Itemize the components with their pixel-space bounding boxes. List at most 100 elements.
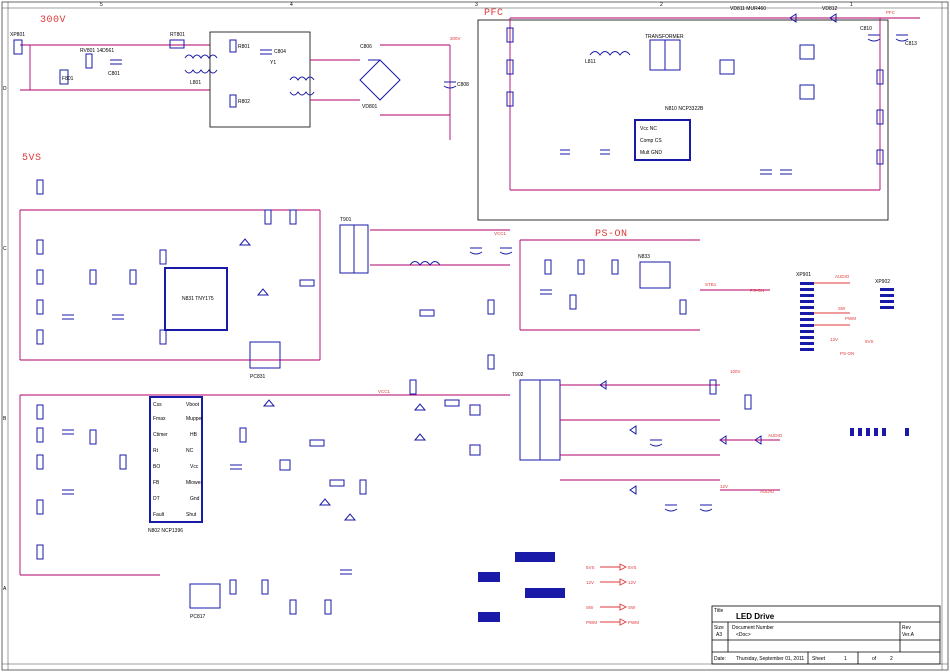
label-c804: C804 bbox=[274, 49, 286, 55]
label-c810: C810 bbox=[860, 26, 872, 32]
net-12v: 12V bbox=[830, 337, 838, 342]
emi-box bbox=[209, 31, 311, 128]
resistor-r802 bbox=[229, 94, 237, 108]
label-xp801: XP801 bbox=[10, 32, 25, 38]
grid-col-5: 5 bbox=[100, 2, 103, 8]
label-r801: R801 bbox=[238, 44, 250, 50]
fuse-f801 bbox=[59, 69, 69, 85]
section-pson-title: PS-ON bbox=[595, 229, 628, 240]
label-n831: N831 TNY175 bbox=[182, 296, 214, 302]
svg-text:DT: DT bbox=[153, 496, 160, 502]
input-filter-section: XP801 F801 RV801 14D561 C801 RT801 L801 … bbox=[10, 31, 469, 140]
net-stb1: STB1 bbox=[705, 282, 717, 287]
thermistor-rt801 bbox=[169, 39, 185, 49]
net-12v-b: 12V bbox=[720, 484, 728, 489]
label-c801: C801 bbox=[108, 71, 120, 77]
label-rv801: RV801 14D561 bbox=[80, 48, 114, 54]
ic-n810 bbox=[634, 119, 691, 161]
choke-l801 bbox=[184, 54, 218, 59]
svg-text:Shut: Shut bbox=[186, 512, 197, 518]
section-pfc-title: PFC bbox=[484, 8, 504, 19]
svg-text:Css: Css bbox=[153, 402, 162, 408]
svg-text:Comp CS: Comp CS bbox=[640, 138, 662, 144]
grid-col-1: 1 bbox=[850, 2, 853, 8]
label-rt801: RT801 bbox=[170, 32, 185, 38]
label-l811: L811 bbox=[585, 59, 596, 65]
bottom-net-1: 12V bbox=[586, 580, 594, 585]
label-pc831: PC831 bbox=[250, 374, 266, 380]
output-connectors: XP901 AUDIO SW PWM PS-ON 12V 5VS XP902 bbox=[796, 272, 894, 356]
rev-label: Rev bbox=[902, 625, 911, 631]
pfc-section: L811 TRANSFORMER Vcc NC Comp CS Mult GND… bbox=[477, 6, 920, 221]
svg-text:Rt: Rt bbox=[153, 448, 159, 454]
opto-pc817 bbox=[189, 583, 221, 609]
bridge-rectifier-vd801 bbox=[359, 59, 401, 101]
heatsinks bbox=[478, 552, 565, 622]
label-xp901: XP901 bbox=[796, 272, 811, 278]
resistor-r801 bbox=[229, 39, 237, 53]
bottom-net-3r: PWM bbox=[628, 620, 639, 625]
label-r802: R802 bbox=[238, 99, 250, 105]
label-f801: F801 bbox=[62, 76, 74, 82]
bottom-net-2r: SW bbox=[628, 605, 636, 610]
sheet-label: Sheet bbox=[812, 656, 826, 662]
of-label: of bbox=[872, 656, 877, 662]
inductor-l811 bbox=[589, 51, 631, 56]
grid-col-markers: 5 4 3 2 1 bbox=[100, 2, 853, 8]
label-y1: Y1 bbox=[270, 60, 276, 66]
bottom-net-0r: 5VS bbox=[628, 565, 637, 570]
net-300v: 300V bbox=[450, 36, 461, 41]
section-300v-title: 300V bbox=[40, 15, 66, 26]
label-t801: TRANSFORMER bbox=[645, 34, 684, 40]
size-label: Size bbox=[714, 625, 724, 631]
size-value: A3 bbox=[716, 632, 722, 638]
net-audio-c: AUDIO bbox=[760, 489, 775, 494]
svg-text:Fmax: Fmax bbox=[153, 416, 166, 422]
net-sw: SW bbox=[838, 306, 846, 311]
net-audio-b: AUDIO bbox=[768, 433, 783, 438]
grid-col-3: 3 bbox=[475, 2, 478, 8]
bottom-net-2: SW bbox=[586, 605, 594, 610]
svg-text:FB: FB bbox=[153, 480, 160, 486]
grid-col-2: 2 bbox=[660, 2, 663, 8]
diode-vd811 bbox=[789, 13, 797, 23]
bottom-output-nets: 5VS 5VS 12V 12V SW SW PWM PWM bbox=[586, 563, 639, 626]
net-pson-r: PS-ON bbox=[840, 351, 854, 356]
net-vcc1-b: VCC1 bbox=[378, 389, 391, 394]
label-vd801: VD801 bbox=[362, 104, 378, 110]
label-l801: L801 bbox=[190, 80, 201, 86]
docnum-label: Document Number bbox=[732, 625, 774, 631]
net-vcc1: VCC1 bbox=[494, 231, 507, 236]
connector-xp801 bbox=[13, 39, 23, 55]
label-c813: C813 bbox=[905, 41, 917, 47]
title-block: Title LED Drive Size A3 Document Number … bbox=[711, 605, 941, 665]
sheet-value: 1 bbox=[844, 656, 847, 662]
label-vd812: VD812 bbox=[822, 6, 838, 12]
svg-text:Vcc: Vcc bbox=[190, 464, 199, 470]
grid-row-c: C bbox=[3, 246, 7, 252]
bottom-net-1r: 12V bbox=[628, 580, 636, 585]
title-value: LED Drive bbox=[736, 612, 775, 621]
grid-row-b: B bbox=[3, 416, 7, 422]
ps-on-section: N833 STB1 PS-ON bbox=[519, 239, 770, 331]
svg-text:HB: HB bbox=[190, 432, 198, 438]
grid-row-a: A bbox=[3, 586, 7, 592]
standby-5vs-section: N831 TNY175 PC831 T901 VCC1 bbox=[19, 179, 513, 380]
net-pwm: PWM bbox=[845, 316, 856, 321]
label-t901: T901 bbox=[340, 217, 352, 223]
svg-text:Vcc NC: Vcc NC bbox=[640, 126, 657, 132]
label-c808: C808 bbox=[457, 82, 469, 88]
svg-text:Vboot: Vboot bbox=[186, 402, 200, 408]
svg-text:Mult GND: Mult GND bbox=[640, 150, 662, 156]
grid-row-markers: D C B A bbox=[3, 86, 7, 592]
label-xp902: XP902 bbox=[875, 279, 890, 285]
rev-value: Ver.A bbox=[902, 632, 915, 638]
svg-text:BO: BO bbox=[153, 464, 160, 470]
section-5vs-title: 5VS bbox=[22, 153, 42, 164]
bottom-net-0: 5VS bbox=[586, 565, 595, 570]
ic-n802 bbox=[149, 396, 203, 523]
label-n833: N833 bbox=[638, 254, 650, 260]
svg-text:Fault: Fault bbox=[153, 512, 165, 518]
